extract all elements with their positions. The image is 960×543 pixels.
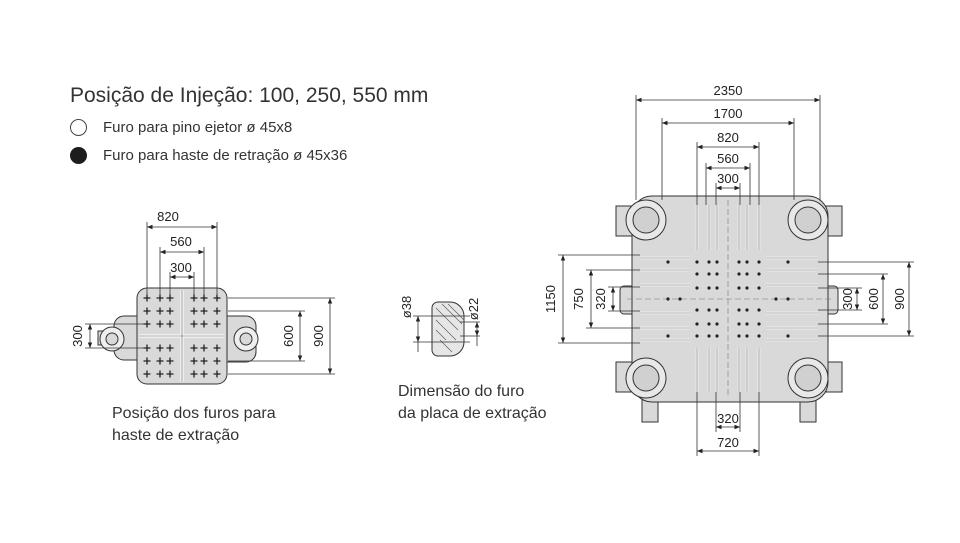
middle-dim-outer-diameter: ø38 xyxy=(399,296,414,318)
right-dim-left-inner: 320 xyxy=(593,288,608,310)
left-dimensions xyxy=(85,222,335,375)
right-dim-top-1: 2350 xyxy=(714,83,743,98)
right-dim-bottom-inner: 320 xyxy=(717,411,739,426)
caption-line: da placa de extração xyxy=(398,405,547,422)
hollow-circle-icon xyxy=(70,119,87,136)
left-dim-right-outer: 900 xyxy=(311,325,326,347)
filled-circle-icon xyxy=(70,147,87,164)
right-dim-top-3: 820 xyxy=(717,130,739,145)
left-dim-right-inner: 600 xyxy=(281,325,296,347)
left-dim-left: 300 xyxy=(70,325,85,347)
left-dim-top-mid: 560 xyxy=(170,234,192,249)
caption-line: Posição dos furos para xyxy=(112,405,276,422)
right-dim-right-inner: 300 xyxy=(840,288,855,310)
right-dim-bottom-outer: 720 xyxy=(717,435,739,450)
legend-label: Furo para pino ejetor ø 45x8 xyxy=(103,119,293,136)
left-dim-top-outer: 820 xyxy=(157,209,179,224)
left-dim-top-inner: 300 xyxy=(170,260,192,275)
legend-item-ejector-pin: Furo para pino ejetor ø 45x8 xyxy=(70,119,292,136)
left-diagram-caption: Posição dos furos para haste de extração xyxy=(112,403,312,447)
page-title: Posição de Injeção: 100, 250, 550 mm xyxy=(70,84,429,107)
legend-item-retraction-rod: Furo para haste de retração ø 45x36 xyxy=(70,147,347,164)
right-dim-top-2: 1700 xyxy=(714,106,743,121)
ejector-hole-grid xyxy=(666,260,790,338)
right-diagram xyxy=(615,195,843,423)
caption-line: haste de extração xyxy=(112,427,240,444)
hole-section xyxy=(431,301,465,357)
legend-label: Furo para haste de retração ø 45x36 xyxy=(103,147,348,164)
right-dim-right-mid: 600 xyxy=(866,288,881,310)
left-diagram xyxy=(97,287,259,385)
middle-dim-inner-diameter: ø22 xyxy=(466,298,481,320)
right-dim-top-4: 560 xyxy=(717,151,739,166)
right-dim-left-mid: 750 xyxy=(571,288,586,310)
middle-diagram xyxy=(413,301,480,357)
right-dim-right-outer: 900 xyxy=(892,288,907,310)
right-dim-top-5: 300 xyxy=(717,171,739,186)
right-dimensions xyxy=(558,95,914,456)
caption-line: Dimensão do furo xyxy=(398,383,525,400)
right-dim-left-outer: 1150 xyxy=(543,285,558,313)
middle-diagram-caption: Dimensão do furo da placa de extração xyxy=(398,381,598,425)
